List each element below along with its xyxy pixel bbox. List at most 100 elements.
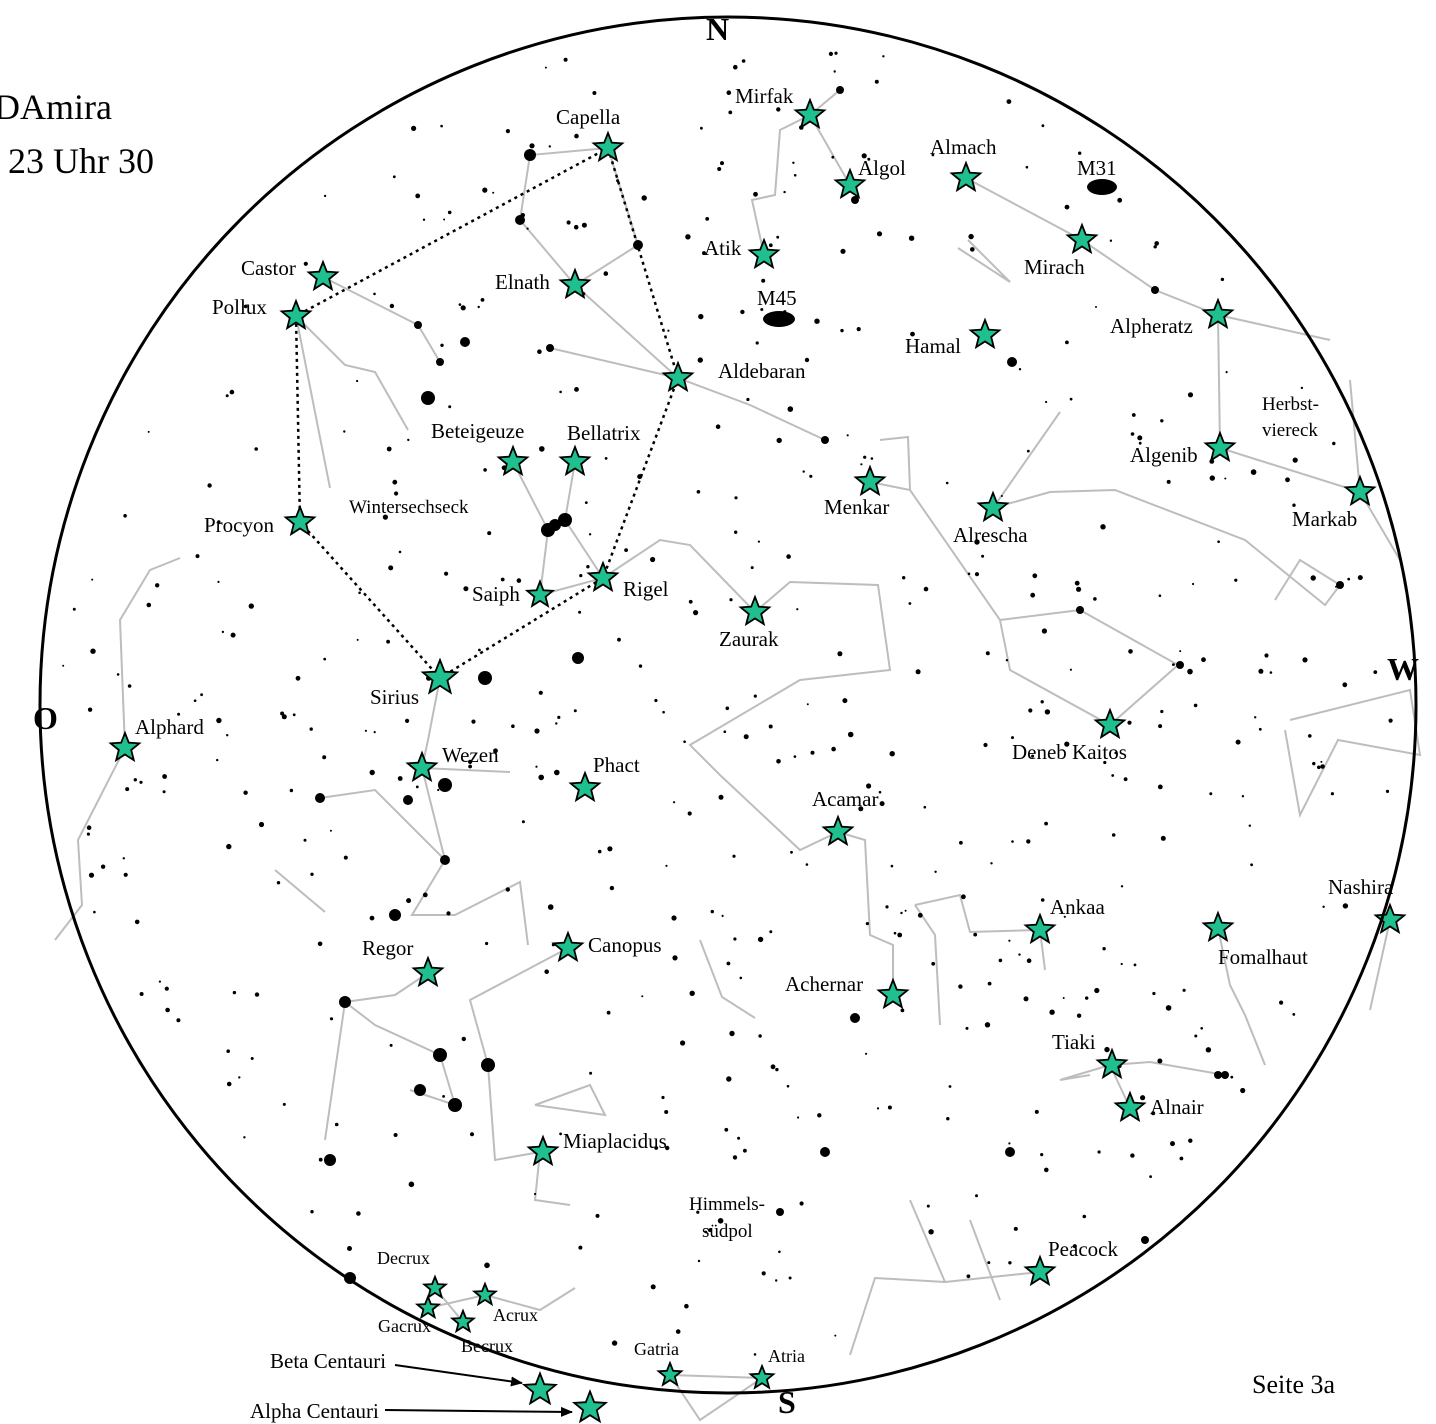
field-star [796, 608, 799, 611]
field-star [776, 759, 781, 764]
field-star [809, 474, 813, 478]
field-star [1187, 668, 1193, 675]
field-star [505, 887, 510, 892]
field-star [641, 195, 647, 201]
field-star [1044, 1167, 1049, 1173]
acrux-star-marker [471, 1281, 499, 1307]
field-star [254, 447, 258, 451]
field-star [882, 55, 885, 58]
field-star [282, 1102, 286, 1106]
deep-sky-objects: M31 M45 [757, 156, 1117, 327]
field-star [1269, 671, 1273, 674]
beta-centauri-label: Beta Centauri [270, 1349, 386, 1373]
gacrux-star-marker [414, 1294, 442, 1320]
field-star [831, 746, 836, 752]
field-star [406, 898, 412, 904]
field-star [904, 909, 907, 912]
field-star [123, 872, 128, 877]
field-star [990, 862, 993, 865]
field-star [865, 922, 870, 926]
field-star [1018, 953, 1021, 956]
field-star [617, 637, 621, 642]
procyon-label: Procyon [204, 513, 274, 537]
field-stars [62, 51, 1393, 1356]
zaurak-label: Zaurak [719, 627, 779, 651]
field-star [1335, 585, 1337, 588]
m45-label: M45 [757, 286, 797, 310]
field-star [1160, 419, 1164, 423]
field-star [460, 337, 470, 347]
regor-star-marker [411, 955, 445, 988]
field-star [394, 491, 399, 496]
field-star [769, 930, 773, 934]
field-star [729, 1030, 735, 1037]
field-star [248, 603, 254, 609]
field-star [1225, 371, 1228, 374]
field-star [482, 187, 488, 193]
field-star [487, 531, 492, 536]
alnair-label: Alnair [1150, 1095, 1204, 1119]
field-star [1151, 286, 1159, 294]
field-star [1221, 1071, 1229, 1079]
field-star [1103, 760, 1107, 765]
field-star [358, 591, 361, 595]
field-star [444, 571, 449, 576]
field-star [603, 271, 609, 276]
atria-star-marker [748, 1363, 776, 1390]
field-star [776, 1208, 784, 1216]
field-star [624, 548, 628, 552]
field-star [534, 728, 540, 734]
field-star [746, 397, 750, 402]
field-star [422, 218, 426, 221]
field-star [1292, 503, 1296, 507]
field-star [1182, 988, 1186, 992]
castor-label: Castor [241, 256, 296, 280]
field-star [1049, 1009, 1055, 1015]
field-star [538, 774, 544, 781]
algol-label: Algol [858, 156, 906, 180]
field-star [743, 1148, 747, 1153]
field-star [334, 1122, 339, 1127]
m31-label: M31 [1077, 156, 1117, 180]
field-star [339, 996, 351, 1008]
field-star [415, 193, 421, 199]
field-star [1179, 650, 1182, 653]
gatria-label: Gatria [634, 1339, 679, 1359]
field-star [720, 161, 724, 166]
fomalhaut-label: Fomalhaut [1218, 945, 1308, 969]
field-star [1026, 449, 1030, 453]
field-star [226, 1049, 230, 1053]
field-star [147, 430, 150, 433]
field-star [1258, 727, 1262, 731]
phact-star-marker [568, 770, 602, 803]
fomalhaut-star-marker [1201, 910, 1235, 943]
field-star [238, 1076, 241, 1079]
hamal-star-marker [968, 317, 1002, 350]
nashira-label: Nashira [1328, 875, 1394, 899]
field-star [856, 327, 861, 332]
field-star [539, 446, 545, 452]
field-star [958, 984, 963, 989]
field-star [1220, 277, 1225, 282]
field-star [295, 675, 301, 681]
field-star [1102, 947, 1106, 951]
field-star [810, 750, 815, 755]
deneb-kaitos-star-marker [1093, 707, 1127, 740]
field-star [546, 344, 554, 352]
field-star [193, 699, 197, 702]
field-star [1388, 718, 1393, 723]
field-star [566, 220, 571, 225]
field-star [389, 909, 401, 921]
field-star [515, 215, 525, 225]
field-star [1100, 524, 1106, 530]
field-star [216, 717, 222, 724]
field-star [851, 196, 859, 204]
decrux-label: Decrux [377, 1248, 430, 1268]
horizon-circle [38, 15, 1418, 1395]
field-star [876, 231, 883, 237]
field-star [985, 651, 990, 656]
alphard-star-marker [108, 730, 142, 763]
miaplacidus-label: Miaplacidus [563, 1129, 667, 1153]
field-star [1200, 1027, 1203, 1030]
field-star [1085, 996, 1089, 1000]
